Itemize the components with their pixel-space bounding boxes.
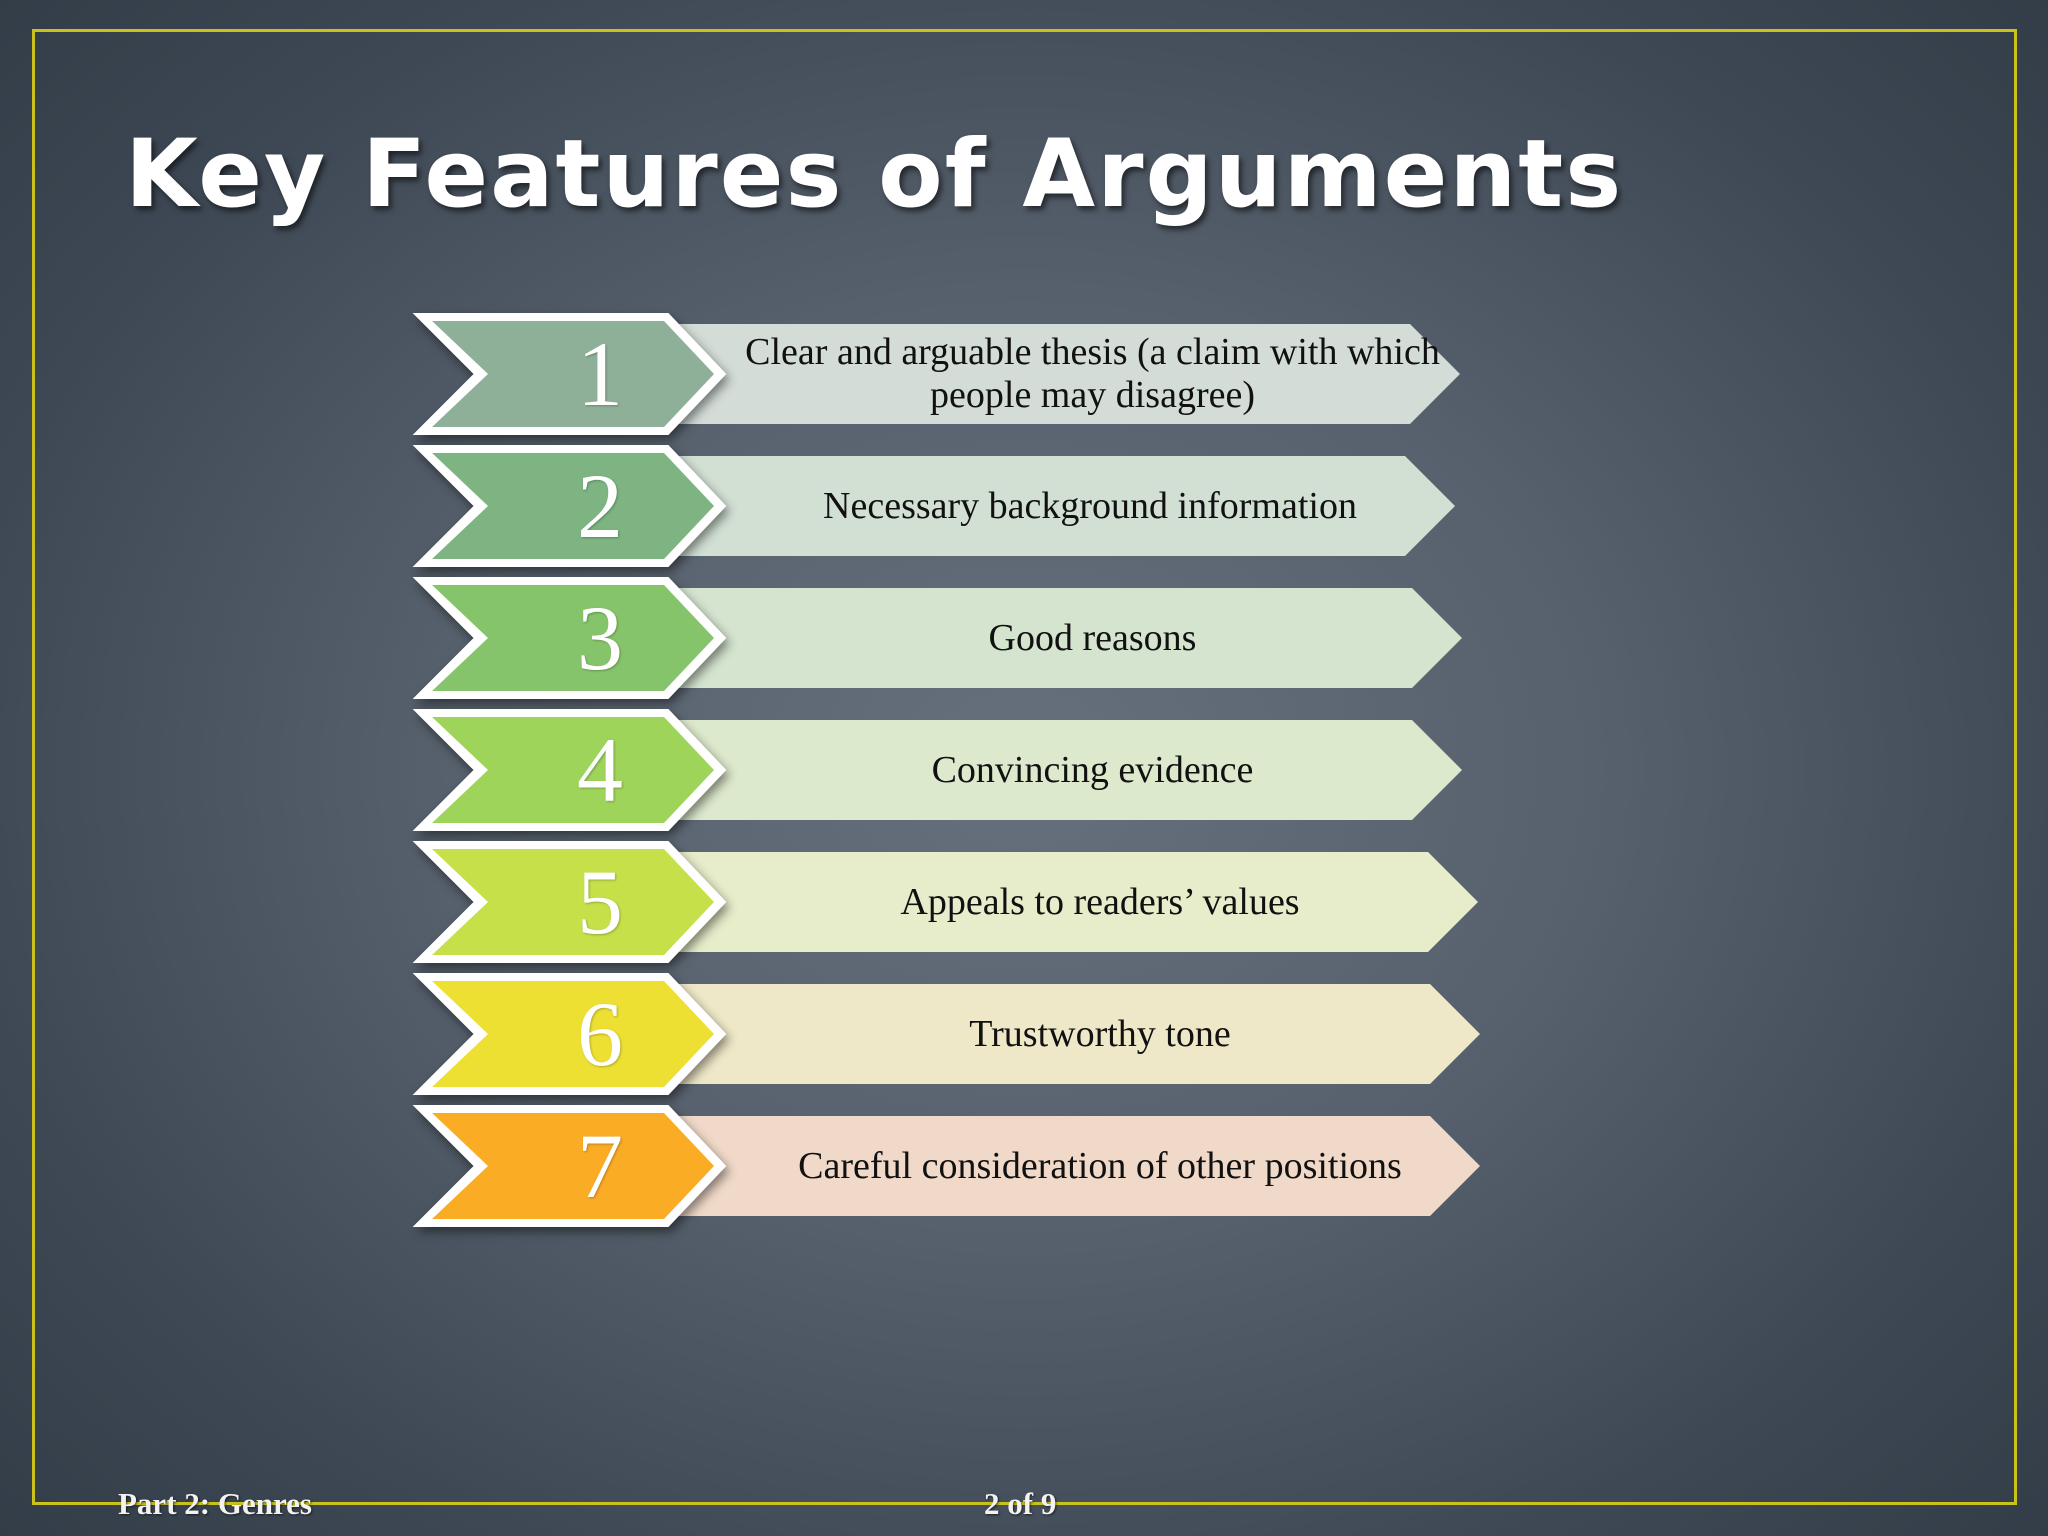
chevron-2: [412, 445, 727, 567]
feature-step-5: Appeals to readers’ values 5: [410, 838, 1540, 966]
feature-bar-shape-2: [640, 456, 1455, 556]
feature-text-5: Appeals to readers’ values: [900, 880, 1300, 923]
step-number-3: 3: [577, 587, 623, 689]
feature-bar-poly-2: [640, 456, 1455, 556]
step-number-2: 2: [577, 455, 623, 557]
feature-text-6: Trustworthy tone: [969, 1012, 1231, 1055]
footer-section-label: Part 2: Genres: [118, 1486, 312, 1521]
feature-step-4: Convincing evidence 4: [410, 706, 1540, 834]
step-number-4: 4: [577, 719, 623, 821]
feature-text-1: Clear and arguable thesis (a claim with …: [745, 331, 1440, 416]
feature-bar-shape-7: [640, 1116, 1480, 1216]
feature-bar-shape-4: [640, 720, 1462, 820]
slide-title: Key Features of Arguments: [125, 120, 1624, 229]
chevron-7: [412, 1105, 727, 1227]
feature-step-2: Necessary background information 2: [410, 442, 1540, 570]
feature-step-3: Good reasons 3: [410, 574, 1540, 702]
feature-step-6: Trustworthy tone 6: [410, 970, 1540, 1098]
feature-step-1: Clear and arguable thesis (a claim with …: [410, 310, 1540, 438]
slide-frame: [32, 29, 2017, 1505]
feature-text-7: Careful consideration of other positions: [798, 1144, 1402, 1187]
feature-bar-shape-1: [640, 324, 1460, 424]
feature-step-7: Careful consideration of other positions…: [410, 1102, 1540, 1230]
feature-bar-shape-6: [640, 984, 1480, 1084]
feature-process-list: Clear and arguable thesis (a claim with …: [410, 310, 1540, 1235]
chevron-3: [412, 577, 727, 699]
feature-text-2: Necessary background information: [823, 484, 1357, 527]
feature-bar-poly-6: [640, 984, 1480, 1084]
chevron-4: [412, 709, 727, 831]
feature-bar-poly-7: [640, 1116, 1480, 1216]
feature-bar-shape-5: [640, 852, 1478, 952]
feature-bar-poly-3: [640, 588, 1462, 688]
chevron-1: [412, 313, 727, 435]
feature-bar-poly-1: [640, 324, 1460, 424]
feature-bar-poly-4: [640, 720, 1462, 820]
chevron-6: [412, 973, 727, 1095]
feature-bar-shape-3: [640, 588, 1462, 688]
footer-page-number: 2 of 9: [984, 1486, 1057, 1521]
step-number-7: 7: [577, 1115, 623, 1217]
step-number-1: 1: [577, 323, 623, 425]
feature-text-4: Convincing evidence: [931, 748, 1254, 791]
feature-text-3: Good reasons: [988, 616, 1197, 659]
step-number-6: 6: [577, 983, 623, 1085]
step-number-5: 5: [577, 851, 623, 953]
chevron-5: [412, 841, 727, 963]
feature-bar-poly-5: [640, 852, 1478, 952]
